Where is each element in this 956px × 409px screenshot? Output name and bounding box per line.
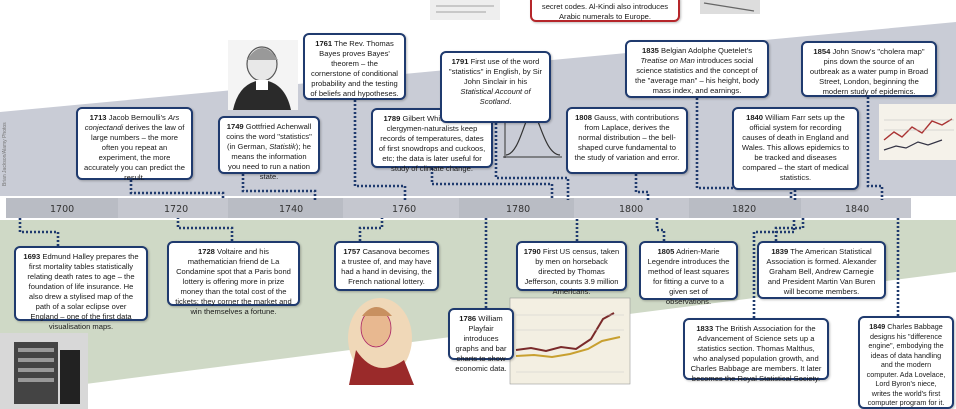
event-box-1693: 1693 Edmund Halley prepares the first mo… — [14, 246, 148, 331]
event-box-1757: 1757 Casanova becomes a trustee of, and … — [334, 241, 439, 291]
event-text: William Farr sets up the official system… — [741, 113, 850, 183]
axis-year-1760: 1760 — [392, 204, 417, 215]
casanova-portrait — [348, 298, 414, 385]
event-title-italic: Statistical Account of Scotland — [460, 87, 531, 107]
event-year: 1808 — [575, 113, 592, 122]
axis-year-1720: 1720 — [164, 204, 189, 215]
event-box-1849: 1849 Charles Babbage designs his "differ… — [858, 316, 954, 409]
event-text: Belgian Adolphe Quetelet's — [661, 46, 752, 55]
event-text: ); he means the information you need to … — [228, 142, 311, 182]
event-year: 1728 — [198, 247, 215, 256]
axis-year-1820: 1820 — [732, 204, 757, 215]
event-text: The American Statistical Association is … — [766, 247, 877, 297]
event-year: 1849 — [869, 322, 886, 331]
event-box-1761: 1761 The Rev. Thomas Bayes proves Bayes'… — [303, 33, 406, 100]
difference-engine-photo — [0, 333, 88, 409]
event-box-1839: 1839 The American Statistical Associatio… — [757, 241, 886, 299]
event-title-italic: Statistik — [269, 142, 296, 152]
event-text: Casanova becomes a trustee of, and may h… — [341, 247, 432, 287]
event-box-1786: 1786 William Playfair introduces graphs … — [448, 308, 514, 373]
top-sketch-images — [430, 0, 760, 20]
bayes-portrait — [228, 40, 298, 110]
axis-year-1780: 1780 — [506, 204, 531, 215]
event-box-1835: 1835 Belgian Adolphe Quetelet's Treatise… — [625, 40, 769, 98]
event-box-1713: 1713 Jacob Bernoulli's Ars conjectandi d… — [76, 107, 193, 183]
photo-credit: Brian Jackson/Alamy Photos — [2, 122, 8, 186]
event-text: secret codes. Al-Kindi also introduces A… — [541, 2, 669, 22]
event-box-1728: 1728 Voltaire and his mathematician frie… — [167, 241, 300, 316]
event-text: Charles Babbage designs his "difference … — [866, 322, 946, 407]
event-text: William Playfair introduces graphs and b… — [455, 314, 507, 374]
event-year: 1749 — [226, 122, 244, 131]
event-box-1805: 1805 Adrien-Marie Legendre introduces th… — [639, 241, 738, 306]
event-year: 1757 — [343, 247, 361, 256]
event-text: The British Association for the Advancem… — [690, 324, 822, 384]
event-year: 1790 — [523, 247, 541, 256]
axis-year-1740: 1740 — [279, 204, 304, 215]
event-text: introduces social science statistics and… — [634, 56, 760, 96]
event-year: 1713 — [89, 113, 107, 122]
event-year: 1789 — [383, 114, 401, 123]
event-text: derives the law of large numbers – the m… — [84, 123, 185, 183]
event-box-alkindi: secret codes. Al-Kindi also introduces A… — [530, 0, 680, 22]
event-text: Gottfried Achenwall coins the word "stat… — [226, 122, 312, 152]
timeline-axis — [6, 198, 911, 218]
event-text: Gauss, with contributions from Laplace, … — [574, 113, 680, 163]
event-box-1749: 1749 Gottfried Achenwall coins the word … — [218, 116, 320, 181]
event-year: 1840 — [746, 113, 763, 122]
event-year: 1835 — [642, 46, 659, 55]
event-year: 1805 — [657, 247, 675, 256]
event-text: Jacob Bernoulli's — [108, 113, 168, 122]
playfair-chart-image — [509, 297, 631, 385]
event-box-1854: 1854 John Snow's "cholera map" pins down… — [801, 41, 937, 97]
event-box-1840: 1840 William Farr sets up the official s… — [732, 107, 859, 190]
event-year: 1839 — [771, 247, 789, 256]
event-text: . — [509, 97, 512, 107]
event-year: 1791 — [451, 57, 469, 66]
event-box-1833: 1833 The British Association for the Adv… — [683, 318, 829, 384]
event-title-italic: Treatise on Man — [640, 56, 695, 66]
event-year: 1833 — [696, 324, 714, 333]
event-text: First use of the word "statistics" in En… — [448, 57, 543, 87]
axis-year-1800: 1800 — [619, 204, 644, 215]
event-year: 1786 — [459, 314, 477, 323]
axis-year-1700: 1700 — [50, 204, 75, 215]
axis-year-1840: 1840 — [845, 204, 870, 215]
event-box-1790: 1790 First US census, taken by men on ho… — [516, 241, 627, 296]
event-box-1808: 1808 Gauss, with contributions from Lapl… — [566, 107, 688, 174]
event-year: 1854 — [813, 47, 831, 56]
event-text: First US census, taken by men on horseba… — [524, 247, 620, 297]
event-year: 1761 — [315, 39, 333, 48]
farr-chart-image — [879, 104, 956, 160]
event-title-italic: Ars conjectandi — [84, 113, 180, 133]
event-text: Edmund Halley prepares the first mortali… — [27, 252, 139, 332]
event-year: 1693 — [23, 252, 41, 261]
event-text: John Snow's "cholera map" pins down the … — [809, 47, 929, 97]
event-box-1791: 1791 First use of the word "statistics" … — [440, 51, 551, 123]
event-text: Voltaire and his mathematician friend de… — [175, 247, 292, 317]
event-text: Adrien-Marie Legendre introduces the met… — [647, 247, 730, 307]
event-text: The Rev. Thomas Bayes proves Bayes' theo… — [310, 39, 399, 99]
